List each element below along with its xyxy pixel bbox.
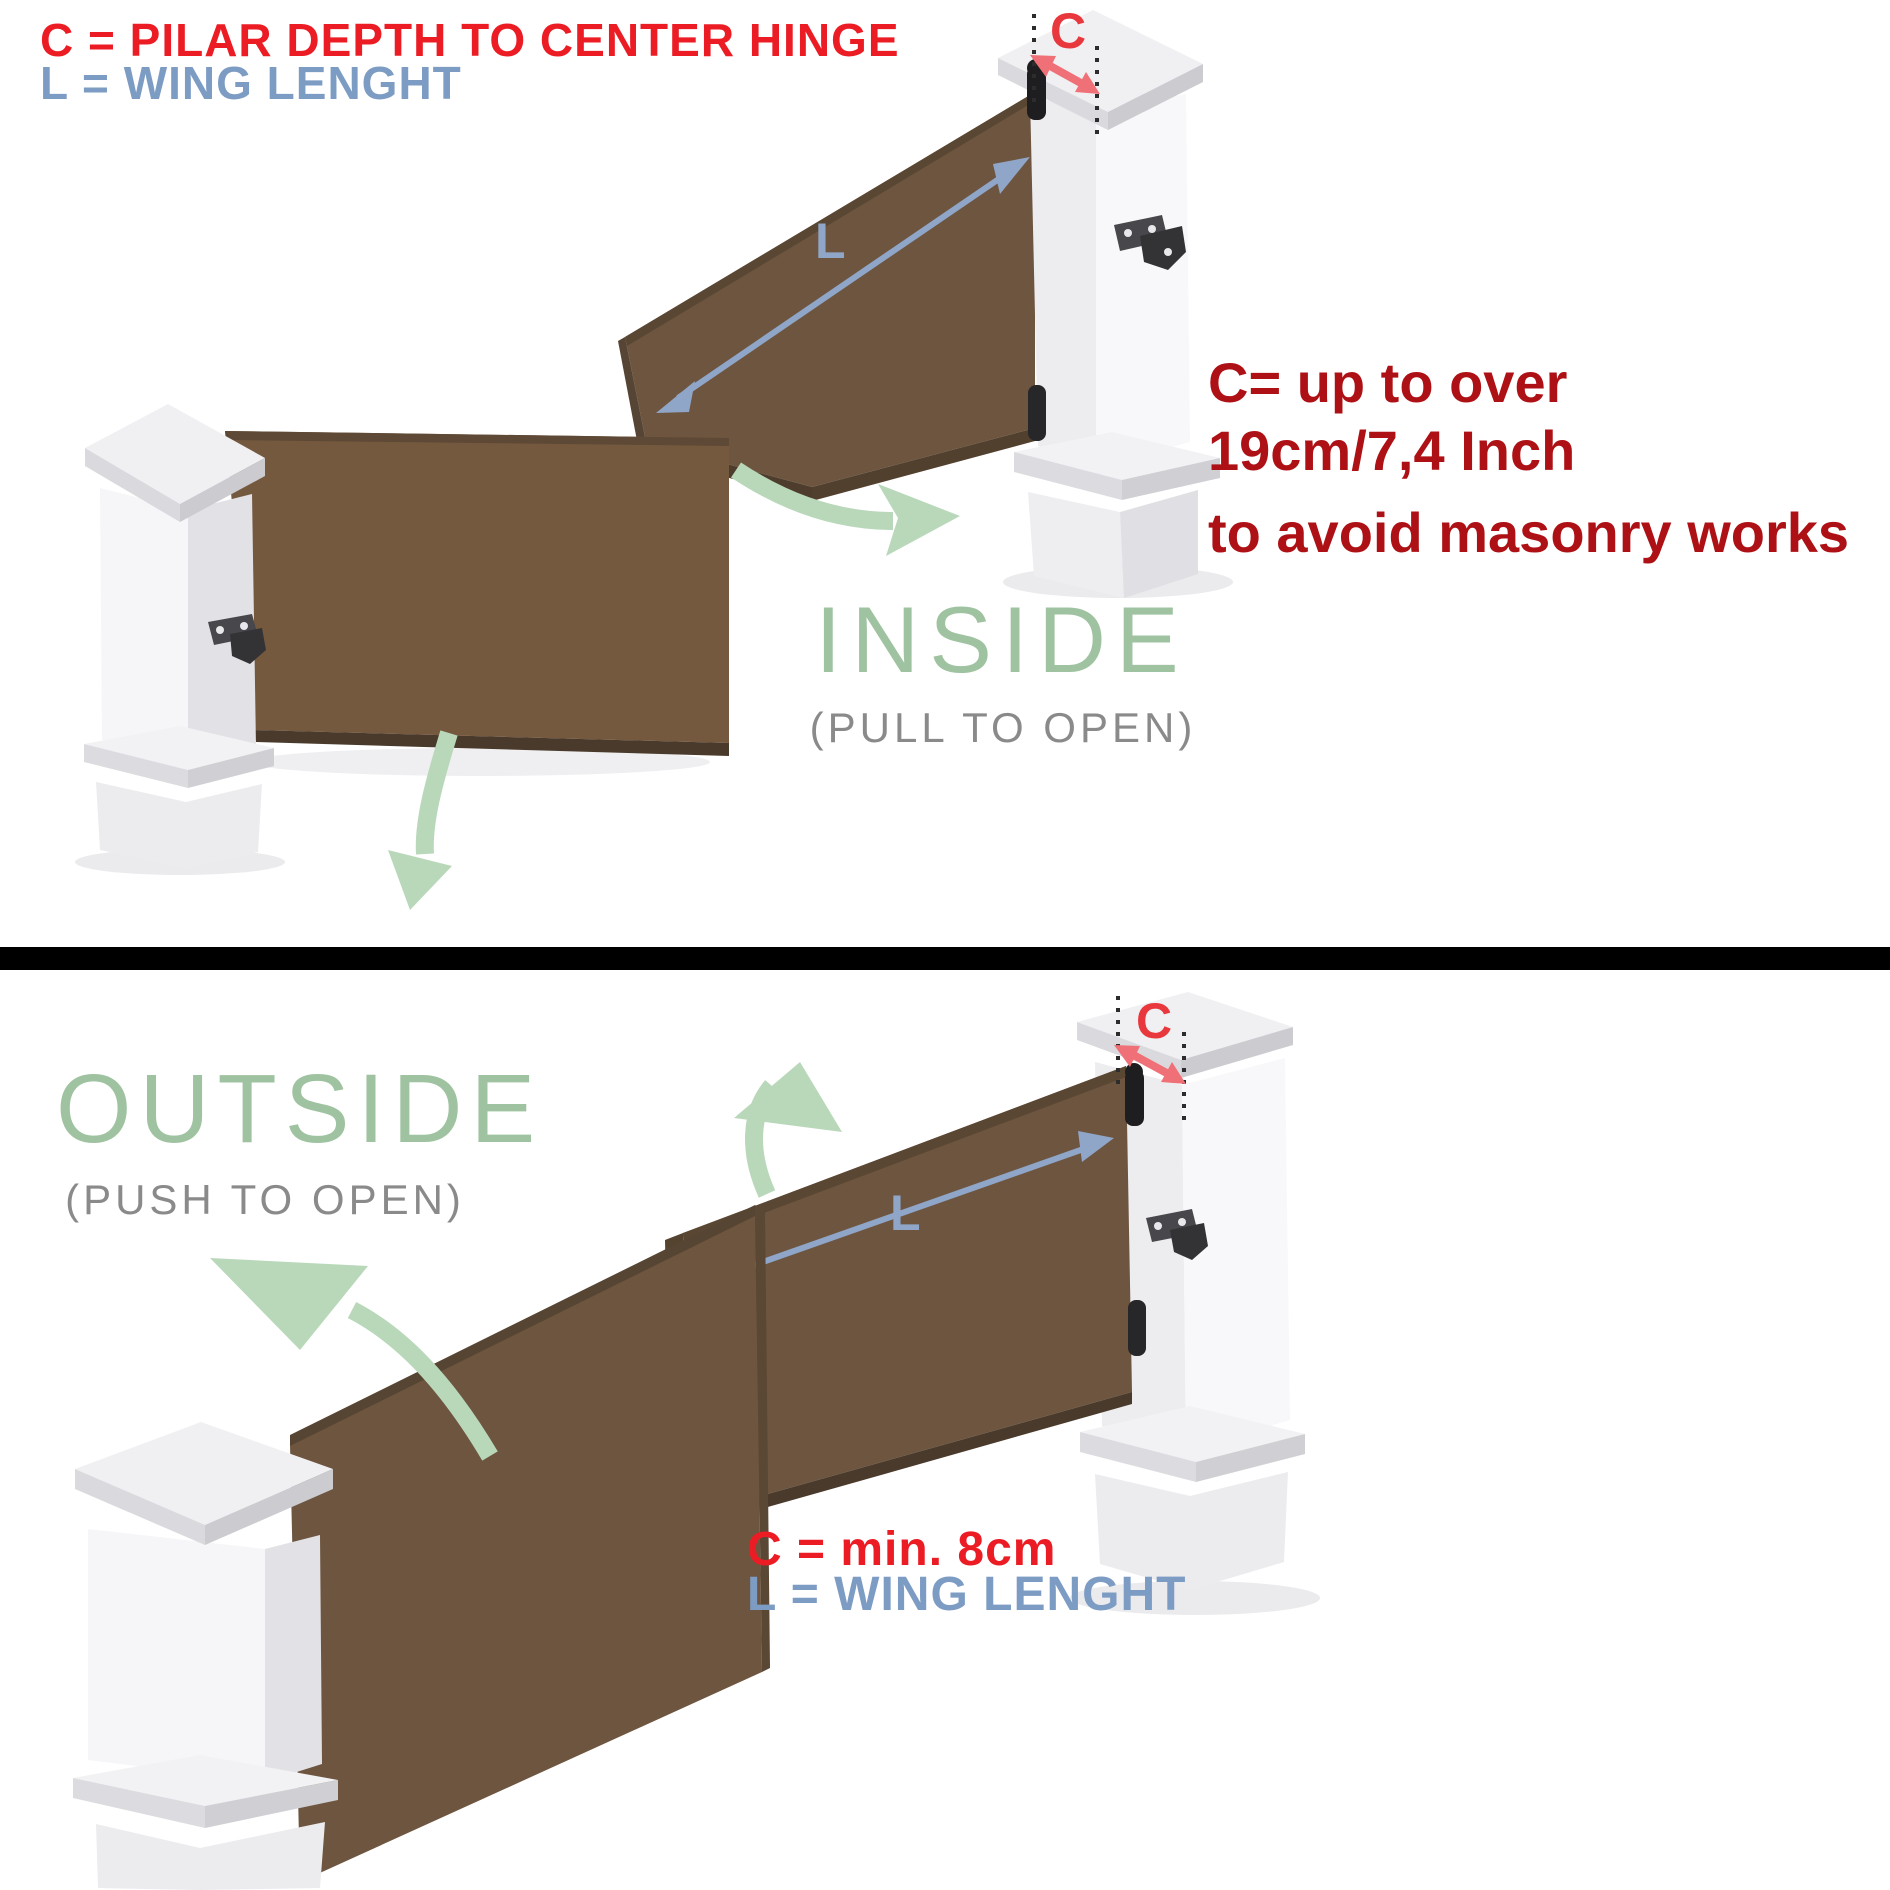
wing-length-label-bottom: L bbox=[890, 1185, 921, 1241]
gate-shadow bbox=[250, 748, 710, 776]
left-pillar-bottom bbox=[73, 1422, 338, 1890]
hinges-bottom bbox=[1125, 1063, 1146, 1356]
pillar-depth-measure-bottom bbox=[1114, 996, 1186, 1122]
closed-gate-bottom bbox=[665, 1066, 1132, 1529]
note-line-1: C= up to over bbox=[1208, 351, 1567, 414]
note-line-2: 19cm/7,4 Inch bbox=[1208, 419, 1575, 482]
wall-bracket-top-left bbox=[208, 614, 266, 664]
outside-subtitle: (PUSH TO OPEN) bbox=[65, 1176, 465, 1223]
legend-c-text: C = PILAR DEPTH TO CENTER HINGE bbox=[40, 14, 900, 66]
right-pillar-bottom bbox=[1070, 992, 1320, 1615]
swing-arrow-outside-right bbox=[734, 1062, 842, 1198]
outside-title: OUTSIDE bbox=[56, 1054, 543, 1163]
note-l-bottom: L = WING LENGHT bbox=[747, 1568, 1186, 1621]
wall-bracket-bottom-right bbox=[1146, 1209, 1208, 1260]
pillar-c-label-bottom: C bbox=[1136, 993, 1172, 1049]
inside-subtitle: (PULL TO OPEN) bbox=[810, 704, 1197, 751]
legend-l-text: L = WING LENGHT bbox=[40, 57, 462, 109]
pillar-depth-measure-top bbox=[1030, 14, 1100, 134]
swing-arrow-inside-down bbox=[388, 730, 458, 910]
open-gate-bottom bbox=[290, 1205, 770, 1882]
right-pillar-top bbox=[998, 10, 1220, 598]
section-divider bbox=[0, 947, 1890, 970]
open-gate-top bbox=[225, 431, 729, 756]
note-line-3: to avoid masonry works bbox=[1208, 501, 1849, 564]
left-pillar-top bbox=[75, 404, 285, 875]
hinges-top bbox=[1027, 59, 1046, 441]
pillar-c-label-top: C bbox=[1050, 3, 1086, 59]
swing-arrow-inside-right bbox=[731, 462, 960, 556]
wall-bracket-top-right bbox=[1114, 215, 1186, 270]
wing-length-label-top: L bbox=[815, 213, 846, 269]
note-c-bottom: C = min. 8cm bbox=[747, 1523, 1056, 1576]
wing-length-arrow-top bbox=[656, 157, 1030, 413]
swing-arrow-outside-left bbox=[210, 1258, 498, 1461]
inside-title: INSIDE bbox=[815, 587, 1188, 692]
